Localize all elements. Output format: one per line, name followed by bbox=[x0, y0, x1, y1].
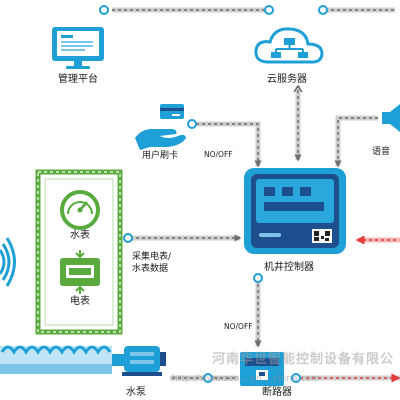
card-swipe-icon bbox=[135, 104, 186, 150]
breaker-icon bbox=[240, 352, 284, 386]
monitor-icon bbox=[52, 27, 104, 69]
connector-platform-cloud bbox=[99, 5, 274, 15]
watermark-company: 河南华世智能控制设备有限公 bbox=[212, 352, 395, 367]
label-breaker-onoff: NO/OFF bbox=[224, 322, 253, 331]
meter-frame bbox=[35, 169, 123, 335]
label-voice: 语音 bbox=[372, 147, 391, 157]
label-meter-data-line1: 采集电表/ bbox=[132, 252, 172, 262]
cloud-server-icon bbox=[254, 27, 324, 64]
connector-card-controller bbox=[187, 119, 262, 168]
water-pump-icon bbox=[112, 346, 166, 376]
connector-meter-controller bbox=[123, 233, 242, 243]
connector-breaker-right bbox=[291, 373, 400, 383]
label-management-platform: 管理平台 bbox=[58, 74, 98, 85]
label-user-card: 用户刷卡 bbox=[142, 151, 179, 161]
label-breaker: 断路器 bbox=[262, 387, 292, 398]
connector-controller-breaker bbox=[253, 273, 263, 348]
connector-pump-breaker bbox=[170, 373, 238, 383]
label-cloud-server: 云服务器 bbox=[267, 74, 307, 85]
connector-voice-controller bbox=[334, 115, 378, 168]
wifi-signal-icon bbox=[0, 237, 16, 287]
connector-cloud-controller bbox=[293, 84, 303, 162]
label-controller: 机井控制器 bbox=[264, 262, 314, 273]
watermark-url: http://www.sen....cn....china.com bbox=[172, 374, 320, 384]
controller-icon bbox=[244, 168, 346, 254]
water-waves-icon bbox=[0, 345, 112, 374]
water-meter-icon bbox=[60, 190, 100, 230]
connector-cloud-right bbox=[318, 5, 395, 15]
label-card-onoff: NO/OFF bbox=[204, 150, 233, 159]
electric-meter-icon bbox=[60, 250, 100, 294]
label-water-meter: 水表 bbox=[70, 230, 90, 241]
label-electric-meter: 电表 bbox=[70, 296, 90, 307]
speaker-icon bbox=[382, 104, 400, 132]
label-water-pump: 水泵 bbox=[126, 387, 146, 398]
label-meter-data-line2: 水表数据 bbox=[132, 264, 169, 274]
